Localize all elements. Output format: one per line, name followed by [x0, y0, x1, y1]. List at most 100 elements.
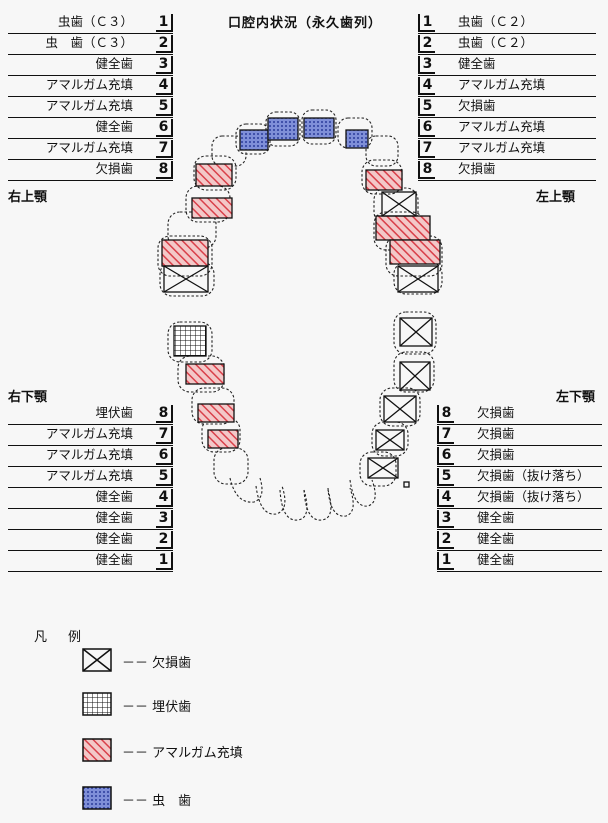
legend-title: 凡 例	[34, 630, 86, 645]
tooth-label: 欠損歯	[477, 405, 515, 420]
upper-caries-markers	[239, 117, 369, 151]
tooth-label: アマルガム充填	[458, 77, 546, 92]
tooth-label: アマルガム充填	[458, 119, 546, 134]
tooth-marker-caries	[239, 129, 269, 151]
tooth-number: 4	[156, 489, 173, 507]
tooth-marker-amalgam	[375, 215, 431, 241]
tooth-marker-missing	[399, 317, 433, 347]
quadrant-label-lower-left: 左下顎	[556, 390, 596, 405]
tooth-number: 1	[156, 552, 173, 570]
tooth-number: 7	[156, 426, 173, 444]
tooth-label: 埋伏歯	[95, 405, 133, 420]
tooth-label: アマルガム充填	[45, 98, 133, 113]
tooth-label: 虫歯（Ｃ２）	[458, 35, 534, 50]
tooth-number: 8	[156, 405, 173, 423]
tooth-row-upper-right: 虫 歯（Ｃ３）2	[8, 33, 173, 55]
upper-missing-markers	[163, 191, 439, 293]
tooth-number: 2	[156, 531, 173, 549]
tooth-label: アマルガム充填	[45, 77, 133, 92]
legend-text: －－ 埋伏歯	[122, 700, 192, 715]
lower-amalgam-markers	[185, 363, 239, 449]
tooth-marker-missing	[397, 265, 439, 293]
tooth-number: 5	[418, 98, 435, 116]
tooth-row-lower-left: 欠損歯 8	[437, 403, 602, 425]
tooth-label: 健全歯	[95, 531, 133, 546]
tooth-marker-missing	[399, 361, 431, 391]
tooth-number: 1	[418, 14, 435, 32]
tooth-label: 健全歯	[95, 119, 133, 134]
tooth-marker-amalgam	[195, 163, 233, 187]
tooth-label: 欠損歯	[458, 161, 496, 176]
tooth-row-upper-right: 健全歯 3	[8, 54, 173, 76]
tooth-number: 8	[156, 161, 173, 179]
tooth-marker-missing	[381, 191, 417, 217]
tooth-label: 健全歯	[477, 531, 515, 546]
legend-symbol-caries-icon	[82, 786, 112, 810]
tooth-row-lower-left: 健全歯 2	[437, 529, 602, 551]
tooth-number: 1	[156, 14, 173, 32]
tooth-row-lower-left: 欠損歯（抜け落ち） 4	[437, 487, 602, 509]
tooth-label: 虫歯（Ｃ２）	[458, 14, 534, 29]
tooth-label: 健全歯	[95, 56, 133, 71]
tooth-label: アマルガム充填	[45, 447, 133, 462]
tooth-marker-amalgam	[365, 169, 403, 191]
tooth-row-upper-right: アマルガム充填 5	[8, 96, 173, 118]
tooth-number: 8	[437, 405, 454, 423]
tooth-label: 欠損歯（抜け落ち）	[477, 489, 590, 504]
tooth-number: 3	[437, 510, 454, 528]
tooth-label: 健全歯	[95, 510, 133, 525]
tooth-number: 4	[437, 489, 454, 507]
tooth-number: 7	[437, 426, 454, 444]
tooth-row-lower-right: 埋伏歯 8	[8, 403, 173, 425]
tooth-number: 5	[156, 98, 173, 116]
tooth-row-lower-right: アマルガム充填 6	[8, 445, 173, 467]
tooth-number: 6	[437, 447, 454, 465]
tooth-marker-caries	[345, 129, 369, 149]
tooth-number: 3	[156, 56, 173, 74]
lower-impacted-markers	[173, 325, 207, 357]
legend-symbol-impacted-icon	[82, 692, 112, 716]
tooth-label: アマルガム充填	[45, 468, 133, 483]
tooth-row-lower-left: 健全歯 1	[437, 550, 602, 572]
tooth-row-upper-right: 虫歯（Ｃ３） 1	[8, 12, 173, 34]
tooth-row-lower-right: アマルガム充填 7	[8, 424, 173, 446]
tooth-label: 健全歯	[458, 56, 496, 71]
legend-text: －－ 虫 歯	[122, 794, 192, 809]
tooth-number: 4	[418, 77, 435, 95]
tooth-label: 健全歯	[95, 489, 133, 504]
tooth-row-lower-right: 健全歯 1	[8, 550, 173, 572]
tooth-row-lower-left: 欠損歯（抜け落ち）5	[437, 466, 602, 488]
tooth-marker-amalgam	[197, 403, 235, 423]
tooth-label: アマルガム充填	[45, 426, 133, 441]
tooth-label: 健全歯	[95, 552, 133, 567]
tooth-row-upper-left: アマルガム充填 4	[418, 75, 596, 97]
tooth-number: 2	[418, 35, 435, 53]
tooth-label: アマルガム充填	[45, 140, 133, 155]
tooth-row-upper-left: 虫歯（Ｃ２） 1	[418, 12, 596, 34]
tooth-marker-amalgam	[191, 197, 233, 219]
tooth-number: 6	[418, 119, 435, 137]
tooth-label: 欠損歯（抜け落ち）	[477, 468, 590, 483]
tooth-label: 虫歯（Ｃ３）	[57, 14, 133, 29]
tooth-label: 健全歯	[477, 510, 515, 525]
legend-symbol-missing-icon	[82, 648, 112, 672]
tooth-number: 7	[156, 140, 173, 158]
tooth-number: 2	[156, 35, 173, 53]
tooth-number: 1	[437, 552, 454, 570]
small-marker	[403, 481, 410, 488]
tooth-label: 健全歯	[477, 552, 515, 567]
tooth-number: 6	[156, 447, 173, 465]
tooth-marker-missing	[367, 457, 399, 479]
tooth-row-lower-right: 健全歯 4	[8, 487, 173, 509]
legend-text: －－ アマルガム充填	[122, 746, 243, 761]
tooth-number: 2	[437, 531, 454, 549]
